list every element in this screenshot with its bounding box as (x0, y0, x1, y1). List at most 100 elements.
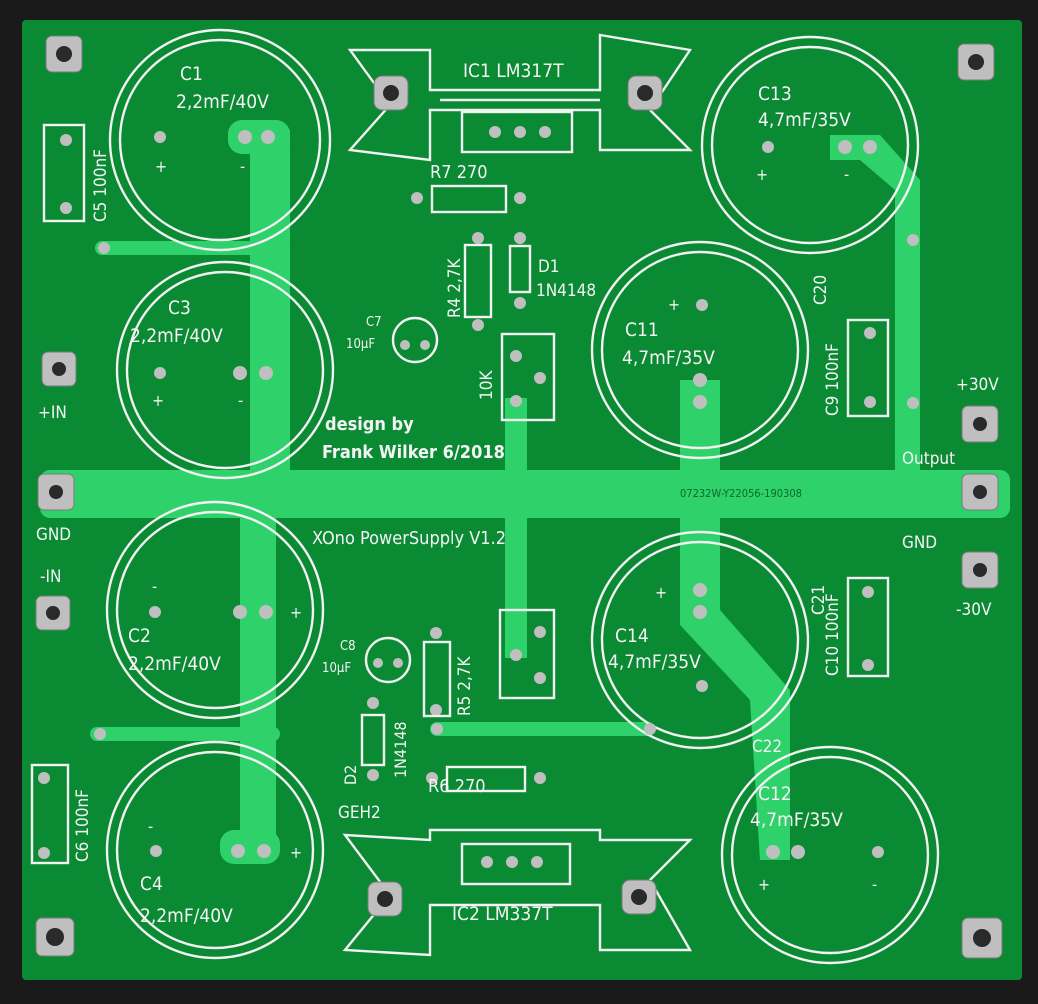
c4-plus-mark: + (290, 843, 302, 862)
gnd-left-label: GND (36, 525, 71, 545)
c3-minus-mark: - (238, 391, 243, 410)
c9-outline (846, 318, 890, 418)
cap-c4-outline (105, 740, 325, 960)
c14-plus-mark: + (655, 583, 667, 602)
mounting-holes (35, 35, 1003, 959)
r4-label: R4 2,7K (445, 257, 465, 318)
d1-value: 1N4148 (536, 281, 596, 301)
c5-label: C5 100nF (91, 149, 111, 222)
plus30-trace (830, 135, 920, 470)
c12-plus-mark: + (758, 875, 770, 894)
pot-label: 10K (477, 370, 497, 400)
ic-pins (481, 126, 551, 868)
c12-value: 4,7mF/35V (750, 809, 843, 831)
component-pads (38, 130, 919, 859)
c8-value: 10µF (322, 661, 351, 676)
c8-outline (364, 636, 412, 684)
lower-left-vertical-trace (240, 518, 276, 848)
ic2-label: IC2 LM337T (452, 903, 553, 925)
c13-value: 4,7mF/35V (758, 109, 851, 131)
d1-outline (508, 244, 532, 294)
c3-value: 2,2mF/40V (130, 325, 223, 347)
c11-plus-mark: + (668, 295, 680, 314)
gnd-bus-trace (40, 470, 1010, 518)
c14-value: 4,7mF/35V (608, 651, 701, 673)
cap-c13-outline (700, 35, 920, 255)
c5-outline (42, 123, 86, 223)
d2-value: 1N4148 (391, 721, 410, 778)
c14-name: C14 (615, 625, 649, 647)
output-trace (680, 380, 790, 860)
serial-number: 07232W-Y22056-190308 (680, 487, 802, 500)
c11-value: 4,7mF/35V (622, 347, 715, 369)
cap-c11-outline (590, 240, 810, 460)
pot-top-outline (500, 332, 556, 422)
c2-name: C2 (128, 625, 151, 647)
cap-c1-outline (108, 28, 332, 252)
design-line-2: Frank Wilker 6/2018 (322, 442, 505, 463)
c2-value: 2,2mF/40V (128, 653, 221, 675)
heatsink-screws (367, 75, 663, 917)
c20-label: C20 (811, 275, 831, 305)
geh-label: GEH2 (338, 803, 381, 823)
cap-c2-outline (105, 500, 325, 720)
c2-minus-mark: - (152, 577, 157, 596)
r7-outline (430, 184, 508, 214)
output-label: Output (902, 449, 955, 469)
c1-minus-mark: - (240, 157, 245, 176)
c9-label: C9 100nF (823, 343, 843, 416)
electrolytic-capacitors (105, 28, 940, 965)
c6-label: C6 100nF (73, 789, 93, 862)
ic1-label: IC1 LM317T (463, 60, 564, 82)
terminal-minus-in (35, 595, 71, 631)
mount-hole-top-left (45, 35, 83, 73)
plus30-label: +30V (956, 375, 999, 395)
upper-left-vertical-trace (250, 130, 290, 470)
r4-outline (463, 243, 493, 319)
cap-c14-outline (590, 530, 810, 750)
terminal-gnd-left (37, 473, 75, 511)
minus30-label: -30V (956, 600, 992, 620)
silkscreen-text: IC1 LM317T IC2 LM337T C1 2,2mF/40V C3 2,… (36, 60, 999, 927)
heatsink-top (347, 33, 693, 162)
terminal-plus-in (41, 351, 77, 387)
center-vertical-trace (505, 518, 527, 658)
c12-minus-mark: - (872, 875, 877, 894)
gnd-right-label: GND (902, 533, 937, 553)
r6-outline (445, 765, 527, 793)
r5-label: R5 2,7K (455, 655, 475, 716)
c13-name: C13 (758, 83, 792, 105)
c10-outline (846, 576, 890, 678)
mount-hole-bottom-right (961, 917, 1003, 959)
ic2-body (460, 842, 572, 886)
c1-trace-head (228, 120, 290, 154)
c4-trace-head (220, 830, 280, 864)
c21-label: C21 (809, 585, 829, 615)
terminal-minus30 (961, 551, 999, 589)
c1-value: 2,2mF/40V (176, 91, 269, 113)
minus-in-label: -IN (40, 567, 61, 587)
c13-plus-mark: + (756, 165, 768, 184)
heatsink-bottom (342, 828, 693, 957)
component-outlines (30, 110, 890, 886)
c22-label: C22 (752, 737, 782, 757)
c4-minus-mark: - (148, 817, 153, 836)
mount-hole-top-right (957, 43, 995, 81)
board-title: XOno PowerSupply V1.2 (312, 528, 506, 549)
pot-bottom-outline (498, 608, 556, 700)
c10-label: C10 100nF (823, 593, 843, 676)
c12-name: C12 (758, 783, 792, 805)
upper-left-branch-trace (95, 241, 290, 255)
cap-c12-outline (720, 745, 940, 965)
c2-plus-mark: + (290, 603, 302, 622)
terminal-plus30 (961, 405, 999, 443)
c8-name: C8 (340, 639, 356, 654)
plus-in-label: +IN (38, 403, 67, 423)
c7-outline (391, 316, 439, 364)
terminal-gnd-right (961, 473, 999, 511)
r5-outline (422, 640, 452, 718)
d2-outline (360, 713, 386, 767)
c3-name: C3 (168, 297, 191, 319)
c1-plus-mark: + (155, 157, 167, 176)
